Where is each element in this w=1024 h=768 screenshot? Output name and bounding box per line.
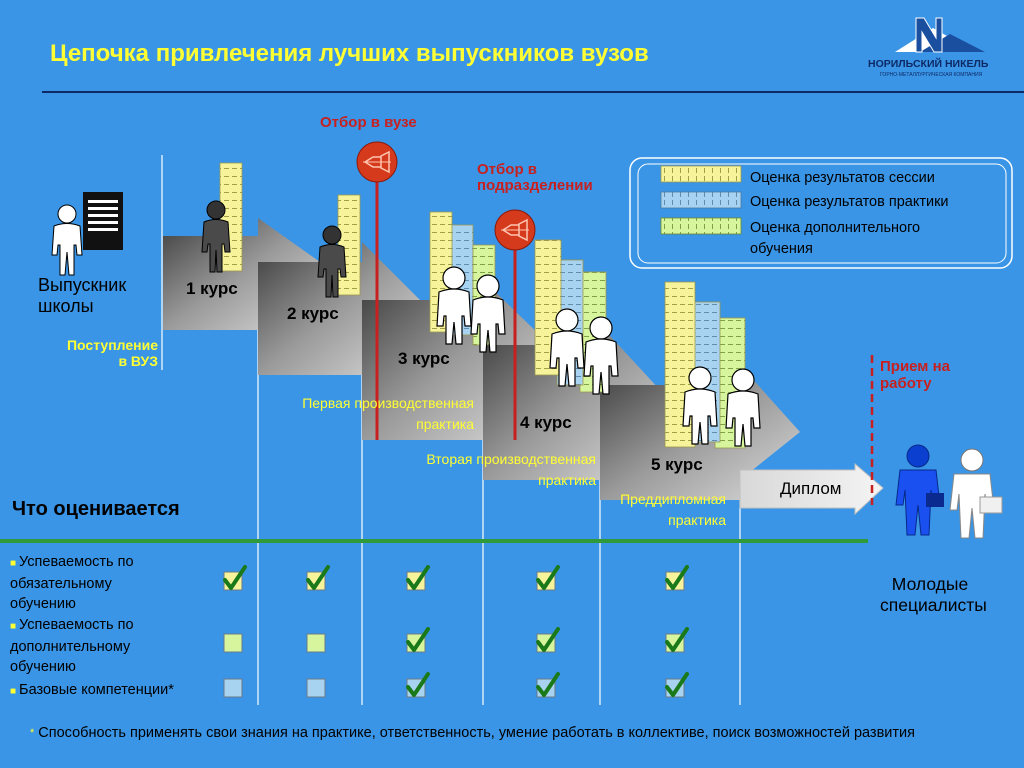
selection-division-marker [494, 209, 536, 440]
logo-name: НОРИЛЬСКИЙ НИКЕЛЬ [868, 58, 989, 70]
page-title: Цепочка привлечения лучших выпускников в… [50, 40, 649, 67]
check-icon [223, 565, 247, 590]
legend-item-practice: Оценка результатов практики [750, 194, 949, 210]
legend-item-session: Оценка результатов сессии [750, 170, 935, 186]
course-1-label: 1 курс [186, 279, 238, 298]
course-2-label: 2 курс [287, 304, 339, 323]
hiring-label: Прием на работу [880, 358, 950, 392]
selection-university-marker [356, 141, 398, 440]
assessment-matrix [223, 565, 689, 698]
check-icon [665, 565, 689, 590]
course-5-label: 5 курс [651, 455, 703, 474]
check-icon [406, 627, 430, 652]
criterion-1: ■Успеваемость по обязательному обучению [10, 554, 134, 612]
legend-box [629, 157, 1013, 269]
legend-item-additional: Оценка дополнительного обучения [750, 220, 921, 257]
check-icon [665, 627, 689, 652]
selection-university-label: Отбор в вузе [320, 114, 417, 131]
assessment-checkbox [223, 633, 243, 653]
admission-label: Поступление в ВУЗ [66, 337, 158, 369]
practice-2-label: Вторая производственная практика [426, 451, 596, 488]
criterion-2: ■Успеваемость по дополнительному обучени… [10, 617, 134, 675]
check-icon [406, 565, 430, 590]
check-icon [665, 672, 689, 697]
course-3-label: 3 курс [398, 349, 450, 368]
assessment-checkbox [306, 678, 326, 698]
check-icon [536, 672, 560, 697]
logo-subtitle: ГОРНО-МЕТАЛЛУРГИЧЕСКАЯ КОМПАНИЯ [880, 72, 983, 78]
company-logo [895, 17, 985, 53]
course-4-label: 4 курс [520, 413, 572, 432]
practice-3-label: Преддипломная практика [620, 491, 726, 528]
check-icon [536, 565, 560, 590]
diploma-label: Диплом [780, 479, 842, 498]
selection-division-label: Отбор в подразделении [477, 161, 593, 194]
assessment-checkbox [306, 633, 326, 653]
practice-1-label: Первая производственная практика [302, 395, 474, 432]
assessment-checkbox [223, 678, 243, 698]
diploma-arrow [739, 462, 884, 516]
criterion-3: ■Базовые компетенции* [10, 682, 174, 698]
school-graduate-label: Выпускник школы [38, 275, 127, 316]
footnote: *Способность применять свои знания на пр… [30, 725, 915, 741]
what-assessed-heading: Что оценивается [12, 498, 180, 520]
young-specialists-icon [895, 444, 1003, 539]
check-icon [536, 627, 560, 652]
school-graduate-icon [51, 192, 123, 276]
check-icon [406, 672, 430, 697]
young-specialists-label: Молодые специалисты [880, 574, 987, 615]
check-icon [306, 565, 330, 590]
